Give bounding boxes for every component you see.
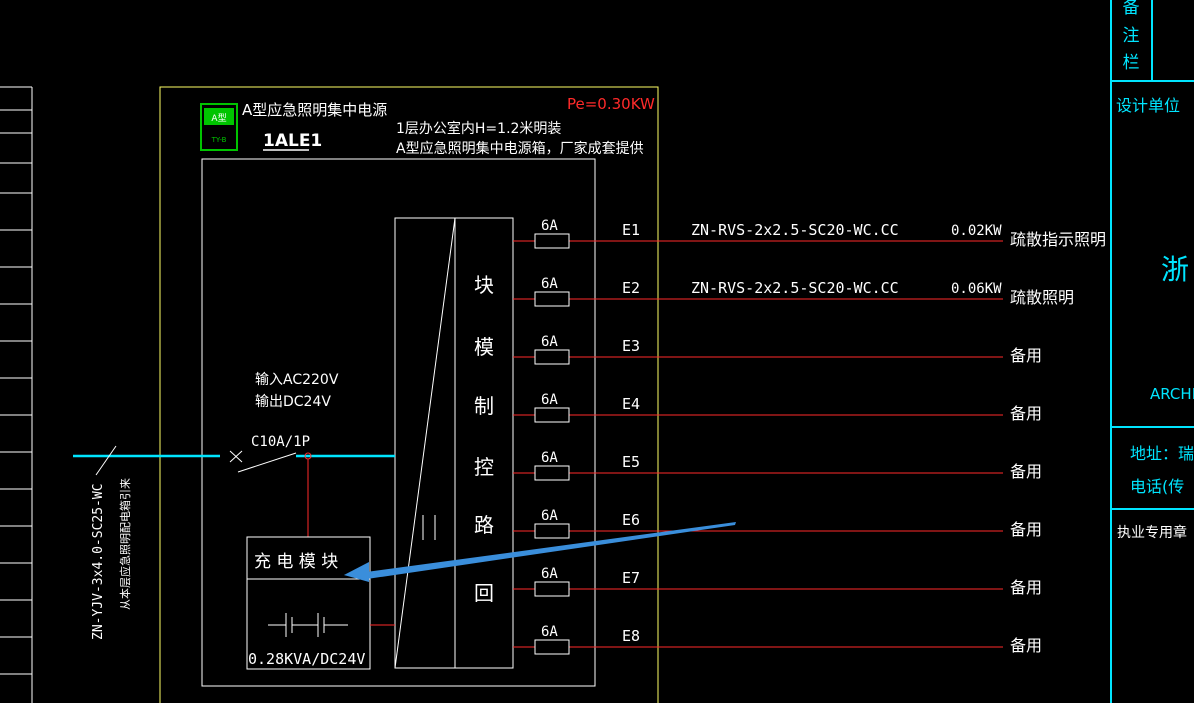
annotation-arrow xyxy=(344,522,736,582)
circuit-description: 备用 xyxy=(1010,462,1042,481)
circuit-id: E1 xyxy=(622,221,640,239)
panel-frame xyxy=(159,86,659,703)
circuit-cable: ZN-RVS-2x2.5-SC20-WC.CC xyxy=(691,279,899,297)
circuit-description: 备用 xyxy=(1010,404,1042,423)
circuit-e7: 6A E7 备用 xyxy=(513,566,1042,597)
circuit-description: 备用 xyxy=(1010,346,1042,365)
circuit-load: 0.02KW xyxy=(951,223,1002,239)
circuit-e3: 6A E3 备用 xyxy=(513,334,1042,365)
circuit-rating: 6A xyxy=(541,624,558,640)
circuit-id: E2 xyxy=(622,279,640,297)
charger-label: 充 电 模 块 xyxy=(254,552,338,572)
circuit-id: E6 xyxy=(622,511,640,529)
panel-id: 1ALE1 xyxy=(263,131,322,151)
module-char: 模 xyxy=(474,335,494,359)
circuit-rating: 6A xyxy=(541,334,558,350)
main-breaker xyxy=(229,450,395,537)
remarks-char-1: 备 xyxy=(1123,0,1140,18)
panel-logo: A型 TY-B xyxy=(200,103,238,151)
circuit-description: 疏散照明 xyxy=(1010,288,1074,307)
circuit-breaker xyxy=(534,639,570,655)
module-char: 路 xyxy=(474,513,494,537)
circuit-description: 备用 xyxy=(1010,578,1042,597)
circuit-rating: 6A xyxy=(541,392,558,408)
title-block xyxy=(1110,0,1194,703)
circuit-breaker xyxy=(534,233,570,249)
incoming-cable-label: ZN-YJV-3x4.0-SC25-WC xyxy=(91,483,106,640)
phone-label: 电话(传 xyxy=(1130,477,1184,496)
panel-enclosure xyxy=(201,158,596,687)
circuit-e4: 6A E4 备用 xyxy=(513,392,1042,423)
arch-text: ARCHI xyxy=(1150,385,1194,403)
module-char: 制 xyxy=(474,394,494,418)
circuit-description: 备用 xyxy=(1010,636,1042,655)
circuit-e2: 6A E2 ZN-RVS-2x2.5-SC20-WC.CC 0.06KW 疏散照明 xyxy=(513,276,1074,307)
circuit-description: 疏散指示照明 xyxy=(1010,230,1106,249)
circuit-rating: 6A xyxy=(541,508,558,524)
remarks-char-3: 栏 xyxy=(1123,53,1140,73)
remarks-char-2: 注 xyxy=(1123,26,1140,46)
circuit-breaker xyxy=(534,581,570,597)
circuit-rating: 6A xyxy=(541,450,558,466)
circuit-id: E7 xyxy=(622,569,640,587)
circuit-breaker xyxy=(534,465,570,481)
incoming-cable-note: 从本层应急照明配电箱引来 xyxy=(118,478,132,610)
control-module xyxy=(394,217,514,669)
circuit-rating: 6A xyxy=(541,276,558,292)
module-char: 控 xyxy=(474,455,494,479)
logo-text-bottom: TY-B xyxy=(211,136,227,144)
module-char: 块 xyxy=(474,273,494,297)
circuit-id: E5 xyxy=(622,453,640,471)
panel-note-line2: A型应急照明集中电源箱，厂家成套提供 xyxy=(396,140,644,157)
circuit-e5: 6A E5 备用 xyxy=(513,450,1042,481)
output-voltage-label: 输出DC24V xyxy=(255,394,331,410)
panel-note-line1: 1层办公室内H=1.2米明装 xyxy=(396,120,561,137)
input-voltage-label: 输入AC220V xyxy=(255,372,339,388)
charger-module: 充 电 模 块 0.28KVA/DC24V xyxy=(246,536,395,670)
circuit-e6: 6A E6 备用 xyxy=(513,508,1042,539)
panel-power: Pe=0.30KW xyxy=(567,95,655,113)
design-unit-label: 设计单位 xyxy=(1116,96,1180,115)
breaker-label: C10A/1P xyxy=(251,434,310,450)
module-char: 回 xyxy=(474,581,494,605)
circuit-breaker xyxy=(534,349,570,365)
seal-label: 执业专用章 xyxy=(1117,524,1187,541)
circuit-rating: 6A xyxy=(541,218,558,234)
circuit-rating: 6A xyxy=(541,566,558,582)
circuit-load: 0.06KW xyxy=(951,281,1002,297)
logo-text-top: A型 xyxy=(211,113,226,124)
circuit-e1: 6A E1 ZN-RVS-2x2.5-SC20-WC.CC 0.02KW 疏散指示照明 xyxy=(513,218,1106,249)
circuit-id: E3 xyxy=(622,337,640,355)
panel-name: A型应急照明集中电源 xyxy=(242,101,387,119)
charger-rating: 0.28KVA/DC24V xyxy=(248,650,365,668)
circuit-breaker xyxy=(534,291,570,307)
circuit-cable: ZN-RVS-2x2.5-SC20-WC.CC xyxy=(691,221,899,239)
circuit-e8: 6A E8 备用 xyxy=(513,624,1042,655)
circuit-description: 备用 xyxy=(1010,520,1042,539)
circuit-breaker xyxy=(534,523,570,539)
left-table-fragment xyxy=(0,86,33,703)
circuit-id: E4 xyxy=(622,395,640,413)
circuit-id: E8 xyxy=(622,627,640,645)
company-char: 浙 xyxy=(1161,253,1189,286)
address-label: 地址：瑞 xyxy=(1130,444,1194,463)
incoming-feeder: ZN-YJV-3x4.0-SC25-WC 从本层应急照明配电箱引来 xyxy=(73,445,220,640)
circuit-breaker xyxy=(534,407,570,423)
